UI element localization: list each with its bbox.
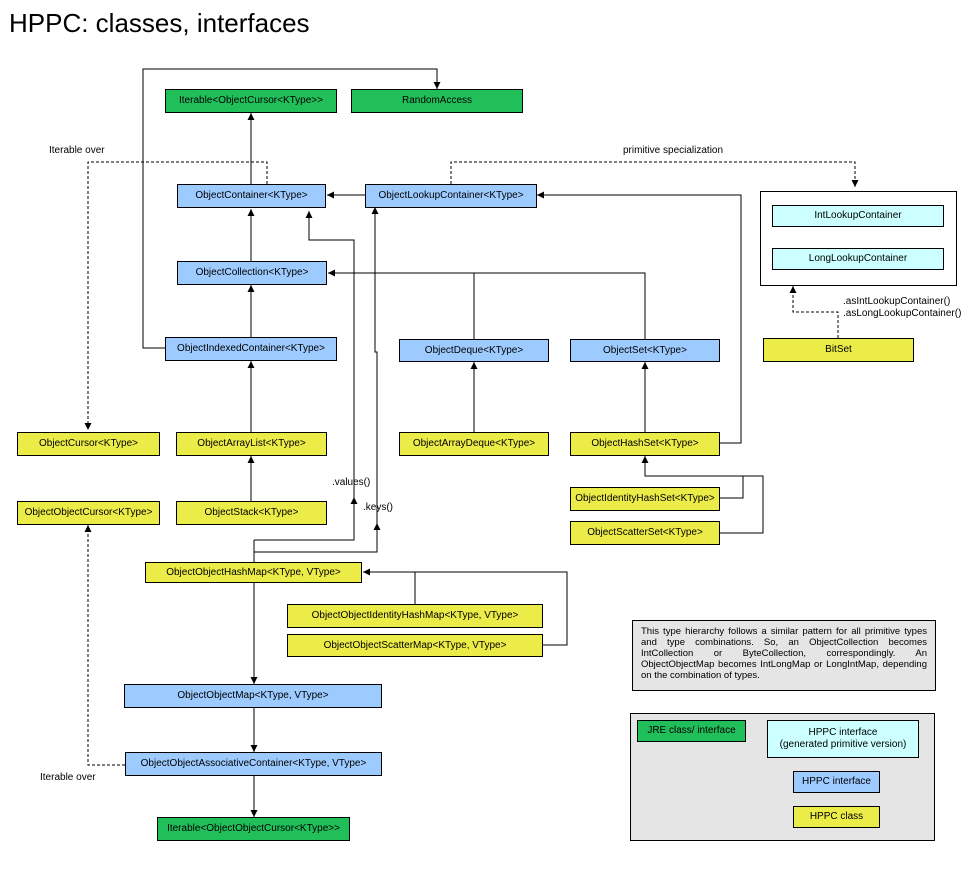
node-longlookupcontainer: LongLookupContainer bbox=[772, 248, 944, 270]
node-objectcontainer: ObjectContainer<KType> bbox=[177, 184, 326, 208]
page-title: HPPC: classes, interfaces bbox=[9, 8, 310, 38]
legend-generated: HPPC interface (generated primitive vers… bbox=[767, 720, 919, 758]
node-objectindexedcontainer: ObjectIndexedContainer<KType> bbox=[165, 337, 337, 361]
node-objectobjectscattermap: ObjectObjectScatterMap<KType, VType> bbox=[287, 634, 543, 657]
label-as-int-lookup: .asIntLookupContainer() bbox=[843, 296, 951, 307]
node-objectarraylist: ObjectArrayList<KType> bbox=[176, 432, 327, 456]
legend-hppc-class: HPPC class bbox=[793, 806, 880, 828]
edge-values-container bbox=[254, 211, 355, 541]
node-objectstack: ObjectStack<KType> bbox=[176, 501, 327, 525]
label-keys: .keys() bbox=[363, 502, 393, 513]
node-intlookupcontainer: IntLookupContainer bbox=[772, 205, 944, 227]
node-iterable-objectobjectcursor: Iterable<ObjectObjectCursor<KType>> bbox=[157, 817, 350, 841]
node-objectidentityhashset: ObjectIdentityHashSet<KType> bbox=[570, 487, 720, 511]
node-iterable-objectcursor: Iterable<ObjectCursor<KType>> bbox=[165, 89, 337, 113]
edge-set-collection bbox=[474, 272, 646, 339]
label-iterable-over-2: Iterable over bbox=[40, 772, 96, 783]
node-objectarraydeque: ObjectArrayDeque<KType> bbox=[399, 432, 549, 456]
edge-hashset-lookup bbox=[537, 191, 742, 444]
label-iterable-over-1: Iterable over bbox=[49, 145, 105, 156]
node-randomaccess: RandomAccess bbox=[351, 89, 523, 113]
legend-hppc-interface: HPPC interface bbox=[793, 771, 880, 793]
edge-identitymap-hashmap bbox=[363, 568, 416, 604]
edge-dashed-assoc-cursor bbox=[84, 525, 125, 766]
node-objectobjectidentityhashmap: ObjectObjectIdentityHashMap<KType, VType… bbox=[287, 604, 543, 628]
node-objectobjecthashmap: ObjectObjectHashMap<KType, VType> bbox=[145, 562, 362, 583]
edge-deque-collection bbox=[328, 269, 475, 339]
edge-dashed-container-cursor bbox=[84, 161, 268, 430]
node-bitset: BitSet bbox=[763, 338, 914, 362]
label-as-long-lookup: .asLongLookupContainer() bbox=[843, 308, 962, 319]
edge-dashed-primitive bbox=[450, 161, 859, 187]
node-objectobjectmap: ObjectObjectMap<KType, VType> bbox=[124, 684, 382, 708]
node-objectdeque: ObjectDeque<KType> bbox=[399, 339, 549, 362]
node-objectcursor: ObjectCursor<KType> bbox=[17, 432, 160, 456]
node-objecthashset: ObjectHashSet<KType> bbox=[570, 432, 720, 456]
legend-generated-line1: HPPC interface bbox=[808, 727, 878, 738]
node-objectscatterset: ObjectScatterSet<KType> bbox=[570, 521, 720, 545]
node-objectobjectcursor: ObjectObjectCursor<KType> bbox=[17, 501, 160, 525]
label-primitive-specialization: primitive specialization bbox=[623, 145, 724, 156]
note-box: This type hierarchy follows a similar pa… bbox=[632, 620, 936, 691]
node-objectcollection: ObjectCollection<KType> bbox=[177, 261, 327, 285]
edge-indexed-randomaccess bbox=[142, 68, 441, 349]
edge-dashed-bitset-panel bbox=[789, 286, 839, 338]
node-objectlookupcontainer: ObjectLookupContainer<KType> bbox=[365, 184, 537, 208]
legend-generated-line2: (generated primitive version) bbox=[779, 739, 907, 750]
edge-keys-lookup bbox=[254, 207, 379, 553]
edge-scattermap-hashmap bbox=[415, 571, 568, 646]
label-values: .values() bbox=[332, 477, 371, 488]
legend-jre: JRE class/ interface bbox=[637, 720, 746, 742]
node-objectset: ObjectSet<KType> bbox=[570, 339, 720, 362]
node-objectobjectassociativecontainer: ObjectObjectAssociativeContainer<KType, … bbox=[125, 752, 382, 776]
edge-scatterset-hashset bbox=[720, 475, 764, 534]
